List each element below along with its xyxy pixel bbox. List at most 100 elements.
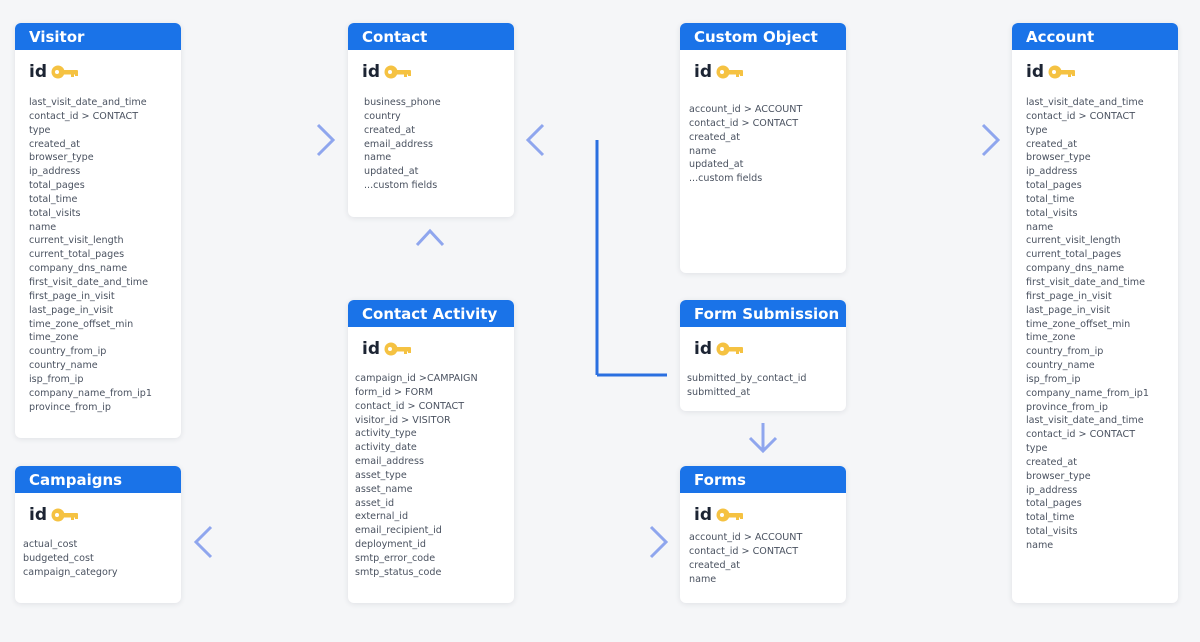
key-icon [51, 65, 79, 79]
field-item: activity_date [355, 442, 417, 454]
field-item: company_dns_name [29, 263, 128, 275]
field-item: updated_at [689, 159, 744, 171]
field-item: created_at [1026, 138, 1077, 150]
primary-key-label: id [694, 62, 712, 82]
field-item: account_id > ACCOUNT [689, 532, 803, 543]
table-title: Form Submission [680, 300, 846, 327]
field-item: updated_at [364, 166, 419, 178]
field-item: browser_type [1026, 470, 1091, 482]
field-item: total_pages [1026, 498, 1082, 510]
field-item: visitor_id > VISITOR [355, 414, 451, 426]
field-item: time_zone_offset_min [29, 318, 134, 330]
field-item: total_pages [1026, 180, 1082, 192]
arrow-visitor-to-contact [194, 123, 336, 157]
field-item: ip_address [1026, 166, 1078, 178]
field-item: total_visits [1026, 526, 1078, 538]
field-item: last_visit_date_and_time [1026, 97, 1144, 108]
primary-key-row: id [29, 61, 79, 83]
primary-key-label: id [694, 339, 712, 359]
arrow-custom-object-to-account [859, 123, 1001, 157]
field-item: current_total_pages [1026, 249, 1122, 261]
table-custom-object: Custom Object id account_id > ACCOUNT con… [680, 23, 846, 273]
key-icon [1048, 65, 1076, 79]
field-item: smtp_error_code [355, 552, 436, 564]
field-item: account_id > ACCOUNT [689, 104, 803, 115]
field-item: name [689, 573, 717, 585]
primary-key-label: id [694, 505, 712, 525]
field-item: actual_cost [23, 539, 78, 550]
field-item: contact_id > CONTACT [29, 110, 139, 122]
field-list: submitted_by_contact_id submitted_at [687, 372, 807, 400]
primary-key-label: id [362, 62, 380, 82]
table-title: Custom Object [680, 23, 846, 50]
field-list: account_id > ACCOUNT contact_id > CONTACT… [689, 103, 802, 186]
field-item: asset_name [355, 483, 413, 495]
field-item: type [29, 124, 51, 136]
key-icon [716, 65, 744, 79]
field-item: contact_id > CONTACT [689, 117, 799, 129]
field-item: email_recipient_id [355, 525, 442, 537]
field-item: submitted_by_contact_id [687, 373, 807, 384]
field-item: total_visits [29, 207, 81, 219]
arrow-contact-activity-to-forms [527, 525, 669, 559]
primary-key-row: id [29, 504, 79, 526]
key-icon [716, 508, 744, 522]
field-item: time_zone [1026, 332, 1076, 344]
field-item: submitted_at [687, 386, 751, 398]
field-item: country [364, 110, 401, 122]
table-title: Account [1012, 23, 1178, 50]
arrow-contact-activity-to-contact [415, 228, 445, 286]
primary-key-row: id [362, 338, 412, 360]
field-item: country_from_ip [1026, 346, 1104, 358]
primary-key-label: id [362, 339, 380, 359]
arrow-contact-activity-to-campaigns [193, 525, 335, 559]
field-list: last_visit_date_and_time contact_id > CON… [1026, 96, 1149, 553]
field-item: total_time [1026, 512, 1075, 524]
field-item: name [689, 145, 717, 157]
key-icon [51, 508, 79, 522]
field-item: contact_id > CONTACT [1026, 110, 1136, 122]
field-item: browser_type [29, 152, 94, 164]
field-item: ip_address [1026, 484, 1078, 496]
primary-key-label: id [29, 62, 47, 82]
field-item: last_page_in_visit [29, 304, 114, 316]
field-item: ip_address [29, 166, 81, 178]
field-item: budgeted_cost [23, 552, 94, 564]
primary-key-row: id [694, 338, 744, 360]
primary-key-row: id [362, 61, 412, 83]
field-item: first_page_in_visit [29, 290, 115, 302]
field-item: type [1026, 443, 1048, 455]
field-item: first_visit_date_and_time [1026, 276, 1146, 288]
arrow-form-submission-to-forms [748, 423, 778, 454]
field-item: email_address [355, 456, 424, 468]
field-item: asset_type [355, 469, 407, 481]
field-item: asset_id [355, 497, 395, 509]
primary-key-row: id [694, 504, 744, 526]
field-item: ...custom fields [689, 173, 763, 185]
field-item: business_phone [364, 97, 441, 108]
field-item: activity_type [355, 428, 417, 440]
table-contact-activity: Contact Activity id campaign_id >CAMPAIG… [348, 300, 514, 603]
field-item: form_id > FORM [355, 386, 434, 398]
field-item: province_from_ip [29, 401, 111, 413]
field-item: contact_id > CONTACT [1026, 429, 1136, 441]
field-item: time_zone_offset_min [1026, 318, 1131, 330]
field-item: last_visit_date_and_time [1026, 415, 1144, 427]
field-item: current_visit_length [29, 235, 124, 247]
field-item: name [1026, 540, 1054, 551]
field-item: isp_from_ip [29, 373, 84, 385]
field-item: email_address [364, 138, 433, 150]
field-item: created_at [29, 138, 80, 150]
field-item: total_visits [1026, 207, 1078, 219]
table-title: Contact Activity [348, 300, 514, 327]
field-item: company_dns_name [1026, 263, 1125, 275]
primary-key-label: id [29, 505, 47, 525]
field-item: last_page_in_visit [1026, 304, 1111, 316]
field-item: campaign_id >CAMPAIGN [355, 373, 478, 384]
